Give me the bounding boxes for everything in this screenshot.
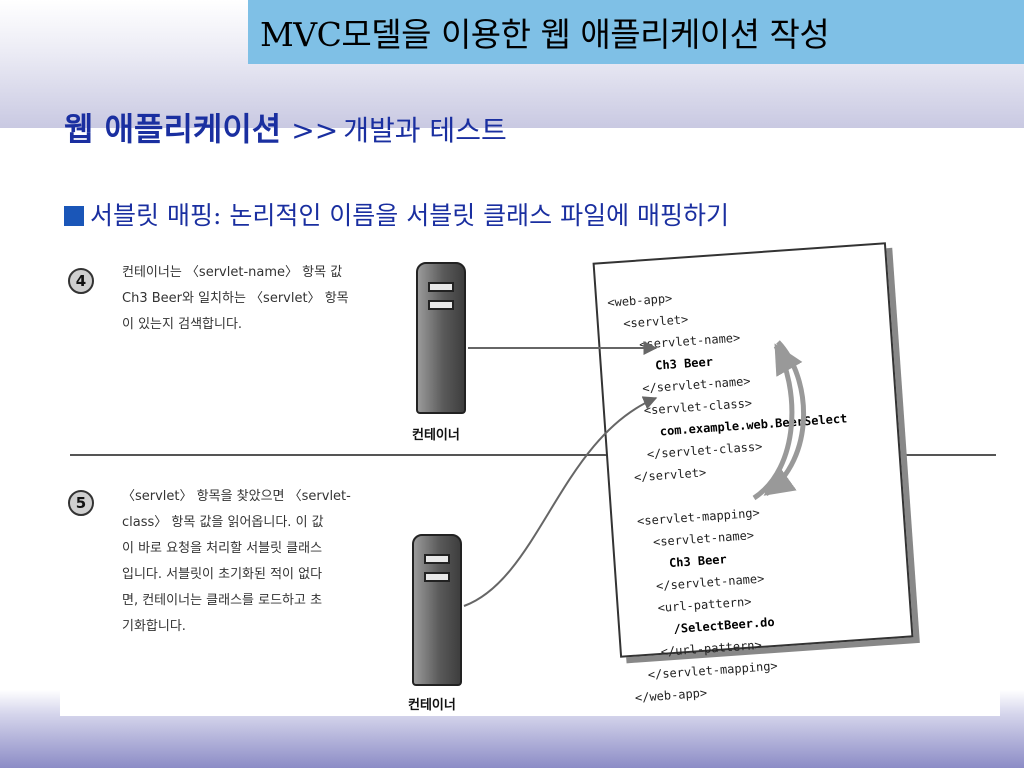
container-server-icon [412, 534, 462, 686]
section-heading: 웹 애플리케이션 >> 개발과 테스트 [64, 104, 507, 150]
step-5-line: 이 바로 요청을 처리할 서블릿 클래스 [122, 541, 323, 556]
server-slot [428, 282, 454, 292]
step-4-line: 컨테이너는 〈servlet-name〉 항목 값 [122, 265, 343, 280]
slide-title-bar: MVC모델을 이용한 웹 애플리케이션 작성 [248, 0, 1024, 64]
container-label-bottom: 컨테이너 [408, 698, 456, 713]
web-xml-code: <web-app> <servlet> <servlet-name> Ch3 B… [607, 276, 867, 709]
section-heading-sub: 개발과 테스트 [343, 114, 507, 147]
step-4-badge: 4 [68, 268, 94, 294]
container-label-top: 컨테이너 [412, 428, 460, 443]
step-5-note: 〈servlet〉 항목을 찾았으면 〈servlet- class〉 항목 값… [122, 484, 351, 640]
slide-title: MVC모델을 이용한 웹 애플리케이션 작성 [260, 15, 830, 54]
server-slot [424, 554, 450, 564]
section-heading-main: 웹 애플리케이션 [64, 110, 282, 148]
bullet-square-icon [64, 206, 84, 226]
step-5-badge: 5 [68, 490, 94, 516]
bullet-text: 서블릿 매핑: 논리적인 이름을 서블릿 클래스 파일에 매핑하기 [90, 201, 730, 230]
step-5-line: 입니다. 서블릿이 초기화된 적이 없다 [122, 567, 323, 582]
step-4-note: 컨테이너는 〈servlet-name〉 항목 값 Ch3 Beer와 일치하는… [122, 260, 349, 338]
servlet-mapping-figure: 4 컨테이너는 〈servlet-name〉 항목 값 Ch3 Beer와 일치… [60, 238, 1000, 716]
step-4-line: Ch3 Beer와 일치하는 〈servlet〉 항목 [122, 291, 349, 306]
bullet-item: 서블릿 매핑: 논리적인 이름을 서블릿 클래스 파일에 매핑하기 [64, 196, 729, 232]
server-slot [428, 300, 454, 310]
container-server-icon [416, 262, 466, 414]
section-heading-separator: >> [291, 114, 339, 147]
step-5-line: class〉 항목 값을 읽어옵니다. 이 값 [122, 515, 324, 530]
step-5-line: 〈servlet〉 항목을 찾았으면 〈servlet- [122, 489, 351, 504]
server-slot [424, 572, 450, 582]
web-xml-document: <web-app> <servlet> <servlet-name> Ch3 B… [592, 242, 914, 705]
step-5-line: 기화합니다. [122, 619, 186, 634]
step-4-line: 이 있는지 검색합니다. [122, 317, 243, 332]
step-5-line: 면, 컨테이너는 클래스를 로드하고 초 [122, 593, 323, 608]
